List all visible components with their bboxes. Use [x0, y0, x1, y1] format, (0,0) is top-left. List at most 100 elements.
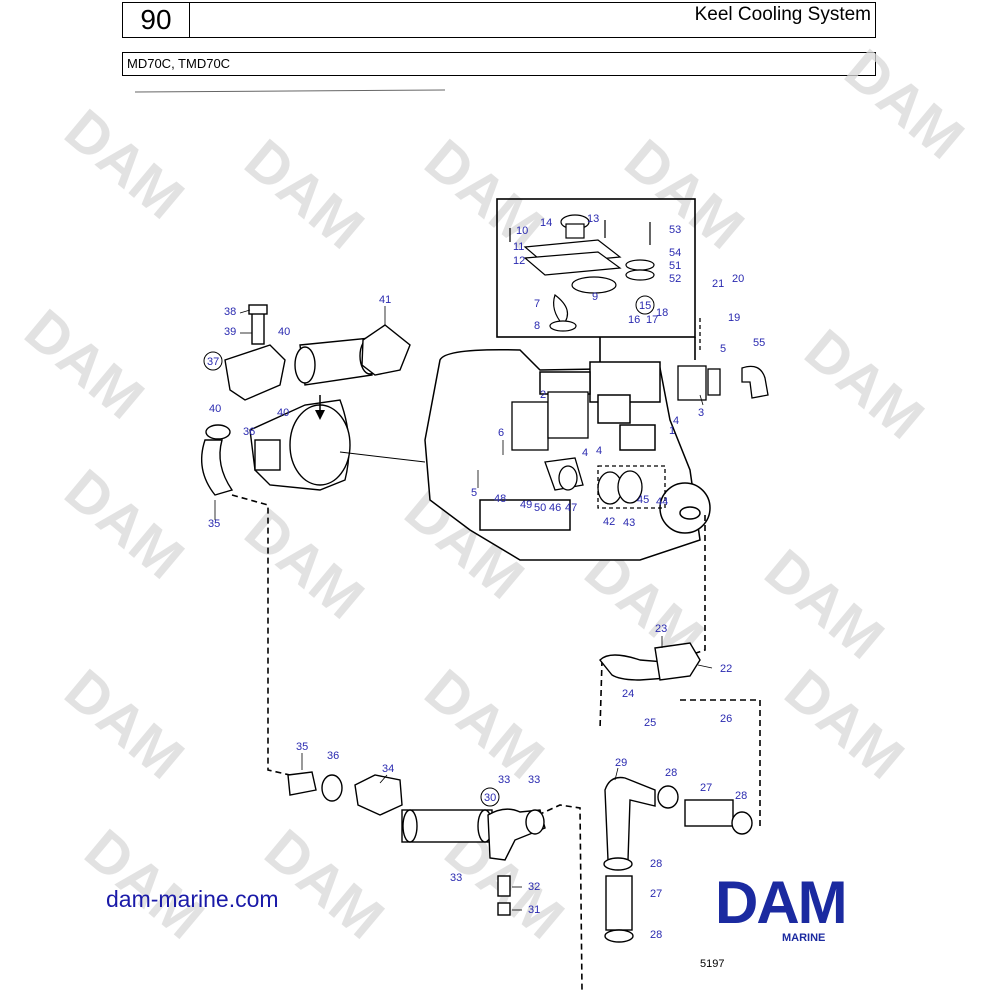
thermostat-parts — [509, 214, 655, 332]
part-label: 51 — [669, 260, 681, 272]
scan-line — [134, 89, 446, 93]
part-label: 28 — [665, 767, 677, 779]
part-label: 28 — [650, 929, 662, 941]
svg-text:DAM: DAM — [793, 317, 936, 452]
part-label: 48 — [494, 493, 506, 505]
part-label: 21 — [712, 278, 724, 290]
part-label: 2 — [540, 389, 546, 401]
part-label: 5 — [720, 343, 726, 355]
hose-35 — [201, 439, 234, 496]
part-label: 23 — [655, 623, 667, 635]
part-label: 34 — [382, 763, 394, 775]
part-label: 36 — [327, 750, 339, 762]
callout-circle — [203, 351, 223, 371]
svg-text:DAM: DAM — [73, 817, 216, 952]
leader-lines — [214, 306, 713, 911]
svg-text:DAM: DAM — [253, 817, 396, 952]
part-label: 52 — [669, 273, 681, 285]
part-label: 55 — [753, 337, 765, 349]
svg-text:DAM: DAM — [413, 657, 556, 792]
website-link[interactable]: dam-marine.com — [106, 886, 279, 912]
part-label: 13 — [587, 213, 599, 225]
part-label: 47 — [565, 502, 577, 514]
part-label: 1 — [669, 425, 675, 437]
part-label: 27 — [650, 888, 662, 900]
part-label: 40 — [209, 403, 221, 415]
part-label: 19 — [728, 312, 740, 324]
part-label: 37 — [207, 356, 219, 368]
part-label: 25 — [644, 717, 656, 729]
part-label: 33 — [498, 774, 510, 786]
part-label: 10 — [516, 225, 528, 237]
part-label: 4 — [582, 447, 588, 459]
svg-text:DAM: DAM — [773, 657, 916, 792]
part-label: 42 — [603, 516, 615, 528]
engine-models: MD70C, TMD70C — [127, 56, 231, 71]
svg-text:DAM: DAM — [53, 657, 196, 792]
part-label: 16 — [628, 314, 640, 326]
part-label: 43 — [623, 517, 635, 529]
part-label: 24 — [622, 688, 634, 700]
part-labels: 2 3 4 1 4 5 5 6 7 8 9 10 11 12 13 14 15 … — [203, 213, 765, 941]
drawing-reference-code: 5197 — [700, 958, 725, 970]
section-number: 90 — [123, 3, 190, 37]
part-label: 18 — [656, 307, 668, 319]
part-label: 46 — [549, 502, 561, 514]
part-label: 5 — [471, 487, 477, 499]
page-title: Keel Cooling System — [694, 4, 871, 25]
part-label: 30 — [484, 792, 496, 804]
part-label: 33 — [450, 872, 462, 884]
part-label: 36 — [243, 426, 255, 438]
part-label: 14 — [540, 217, 552, 229]
svg-text:DAM: DAM — [233, 497, 376, 632]
part-label: 44 — [656, 496, 668, 508]
part-label: 15 — [639, 300, 651, 312]
part-label: 11 — [513, 241, 524, 253]
part-label: 40 — [278, 326, 290, 338]
lower-pipe-group — [287, 771, 546, 916]
part-label: 26 — [720, 713, 732, 725]
part-label: 38 — [224, 306, 236, 318]
part-label: 27 — [700, 782, 712, 794]
part-label: 40 — [277, 407, 289, 419]
part-label: 28 — [650, 858, 662, 870]
part-label: 53 — [669, 224, 681, 236]
part-label: 33 — [528, 774, 540, 786]
svg-text:DAM: DAM — [53, 97, 196, 232]
heat-exchanger — [224, 304, 411, 491]
header-bar: 90 Keel Cooling System — [122, 2, 876, 38]
models-bar: MD70C, TMD70C — [122, 52, 876, 76]
part-label: 6 — [498, 427, 504, 439]
part-label: 35 — [208, 518, 220, 530]
svg-text:DAM: DAM — [613, 127, 756, 262]
svg-text:DAM: DAM — [753, 537, 896, 672]
part-label: 20 — [732, 273, 744, 285]
part-label: 4 — [673, 415, 679, 427]
part-label: 35 — [296, 741, 308, 753]
part-label: 8 — [534, 320, 540, 332]
svg-text:DAM: DAM — [53, 457, 196, 592]
part-label: 50 — [534, 502, 546, 514]
keel-pipe-group — [599, 642, 753, 943]
connection-flanges — [511, 365, 769, 505]
thermostat-inset-box — [496, 198, 696, 338]
part-label: 22 — [720, 663, 732, 675]
svg-text:DAM: DAM — [833, 37, 976, 172]
svg-text:DAM: DAM — [13, 297, 156, 432]
part-label: 41 — [379, 294, 391, 306]
part-label: 7 — [534, 298, 540, 310]
part-label: 28 — [735, 790, 747, 802]
dam-logo-subtitle: MARINE — [782, 932, 826, 944]
callout-circle — [635, 295, 655, 315]
part-label: 31 — [528, 904, 540, 916]
part-label: 4 — [596, 445, 602, 457]
part-label: 32 — [528, 881, 540, 893]
svg-text:DAM: DAM — [233, 127, 376, 262]
part-label: 12 — [513, 255, 525, 267]
dam-logo: DAM — [715, 869, 848, 936]
part-label: 29 — [615, 757, 627, 769]
part-label: 3 — [698, 407, 704, 419]
callout-circle — [480, 787, 500, 807]
part-label: 49 — [520, 499, 532, 511]
